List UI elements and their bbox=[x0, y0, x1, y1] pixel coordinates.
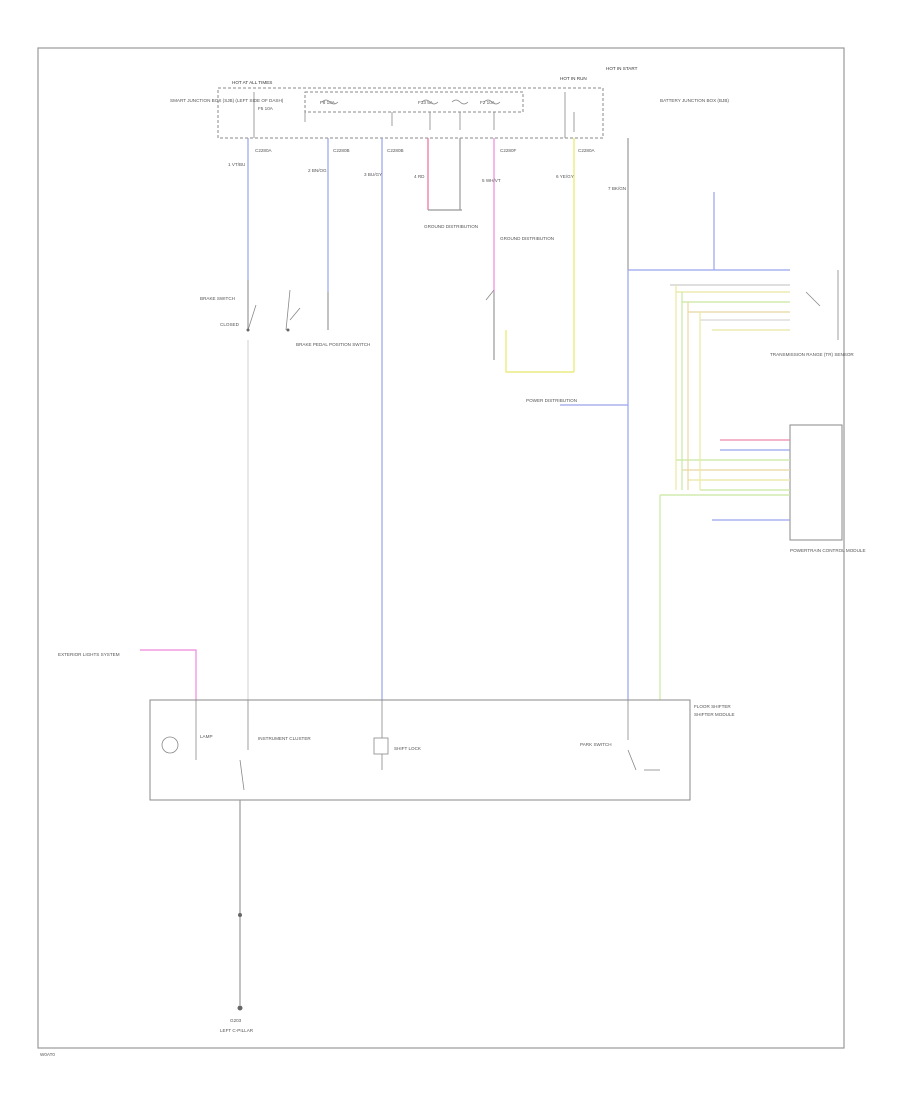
cluster-label: INSTRUMENT CLUSTER bbox=[258, 736, 311, 741]
pcm-connector: POWERTRAIN CONTROL MODULE bbox=[659, 285, 866, 700]
brake-switch-closed-label: CLOSED bbox=[220, 322, 240, 327]
wire-code-3: 3 BU/GY bbox=[364, 172, 382, 177]
wire-code-4: 4 RD bbox=[414, 174, 425, 179]
ground-ref-label: GROUND DISTRIBUTION bbox=[424, 224, 478, 229]
connector-label-4: C2280F bbox=[500, 148, 517, 153]
ground-node-label: G203 bbox=[230, 1018, 242, 1023]
park-switch-label: PARK SWITCH bbox=[580, 742, 612, 747]
shifter-module-label: SHIFTER MODULE bbox=[694, 712, 735, 717]
brake-switch-label: BRAKE SWITCH bbox=[200, 296, 235, 301]
pcm-label: POWERTRAIN CONTROL MODULE bbox=[790, 548, 866, 553]
brake-switch: BRAKE SWITCH CLOSED BRAKE PEDAL POSITION… bbox=[200, 280, 370, 700]
shift-lock-label: SHIFT LOCK bbox=[394, 746, 422, 751]
wire-code-7: 7 BK/GN bbox=[608, 186, 626, 191]
footer-code: W0AT0 bbox=[40, 1052, 55, 1057]
pink-sensor: GROUND DISTRIBUTION bbox=[485, 236, 554, 360]
connector-label-5: C2280A bbox=[578, 148, 596, 153]
wire-code-1: 1 VT/BU bbox=[228, 162, 245, 167]
pcm-switch-label: BRAKE PEDAL POSITION SWITCH bbox=[296, 342, 370, 347]
fuse-box-left-label: SMART JUNCTION BOX (SJB) (LEFT SIDE OF D… bbox=[170, 98, 284, 103]
fuse-box-title-right: HOT IN RUN bbox=[560, 76, 587, 81]
wire-exterior-lights bbox=[140, 649, 197, 700]
connector-label-1: C2280A bbox=[255, 148, 273, 153]
wire-yellow-return bbox=[505, 330, 574, 373]
fuse-label-3: F33 5A bbox=[418, 100, 434, 105]
fuse-label-4: F2 10A bbox=[480, 100, 496, 105]
fuse-label-1: F5 10A bbox=[258, 106, 274, 111]
fuse-box-right-label: BATTERY JUNCTION BOX (BJB) bbox=[660, 98, 729, 103]
trans-range-label: TRANSMISSION RANGE (TR) SENSOR bbox=[770, 352, 854, 357]
wire-code-2: 2 BN/OG bbox=[308, 168, 327, 173]
fuse-box-title: HOT AT ALL TIMES bbox=[232, 80, 272, 85]
shifter-module: LAMP INSTRUMENT CLUSTER SHIFT LOCK PARK … bbox=[149, 699, 735, 801]
connector-label-3: C2280B bbox=[387, 148, 404, 153]
connector-label-2: C2280B bbox=[333, 148, 350, 153]
fuse-box: HOT AT ALL TIMES HOT IN RUN HOT IN START… bbox=[170, 66, 729, 153]
fuse-label-2: F8 10A bbox=[320, 100, 336, 105]
transmission-range-sensor: TRANSMISSION RANGE (TR) SENSOR bbox=[628, 192, 854, 357]
exterior-lights-label: EXTERIOR LIGHTS SYSTEM bbox=[58, 652, 120, 657]
floor-cluster-label: FLOOR SHIFTER bbox=[694, 704, 731, 709]
cluster-lamp-label: LAMP bbox=[200, 734, 213, 739]
diagram-border bbox=[37, 47, 845, 1049]
wire-code-5: 5 WH/VT bbox=[482, 178, 501, 183]
fuse-box-title-far-right: HOT IN START bbox=[606, 66, 638, 71]
power-dist-label: POWER DISTRIBUTION bbox=[526, 398, 577, 403]
wire-code-6: 6 YE/GY bbox=[556, 174, 574, 179]
ground-dist-label: GROUND DISTRIBUTION bbox=[500, 236, 554, 241]
ground-text-label: LEFT C-PILLAR bbox=[220, 1028, 254, 1033]
